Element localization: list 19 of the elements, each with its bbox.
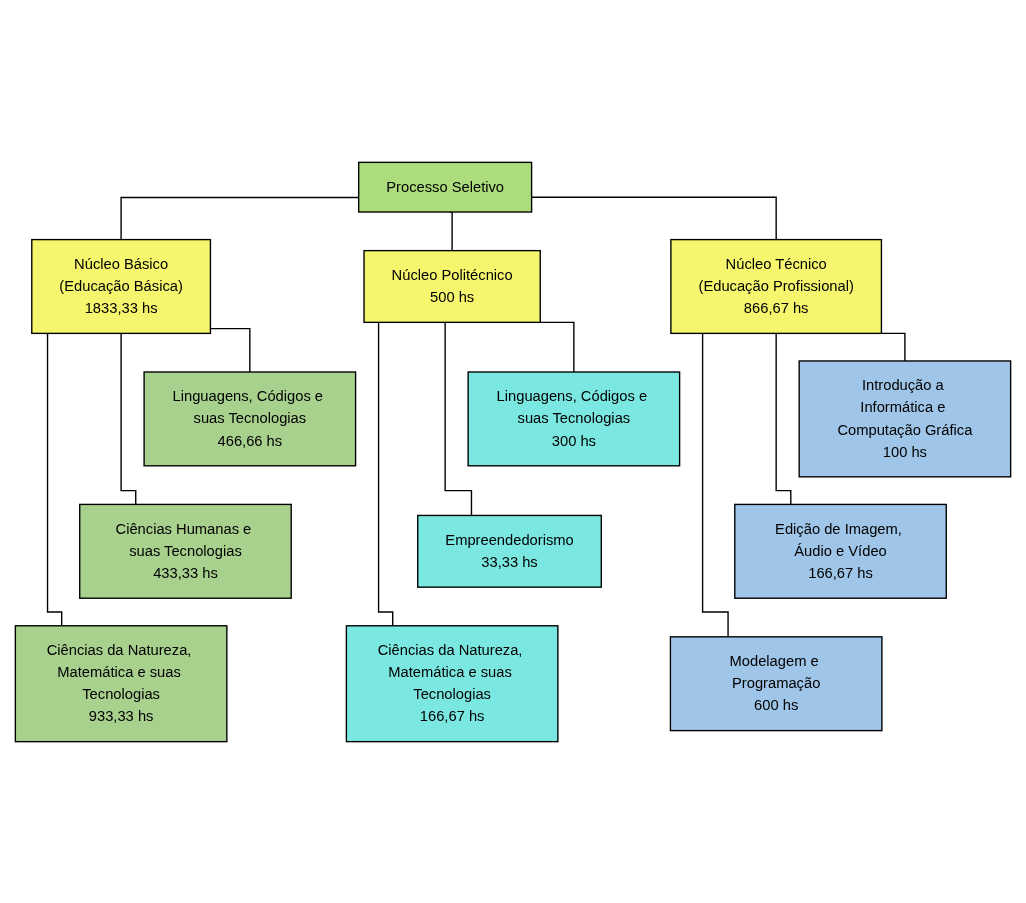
node-box: Empreendedorismo 33,33 hs: [417, 514, 602, 588]
node-box: Processo Seletivo: [358, 161, 533, 213]
node-box: Introdução a Informática e Computação Gráfica 100 hs: [798, 359, 1012, 477]
node-box: Núcleo Politécnico 500 hs: [363, 249, 541, 323]
node-box: Ciências Humanas e suas Tecnologias 433,33 hs: [79, 503, 292, 599]
node-box: Modelagem e Programação 600 hs: [669, 635, 883, 731]
connector: [46, 332, 65, 626]
node-box: Edição de Imagem, Áudio e Vídeo 166,67 hs: [734, 503, 947, 599]
node-box: Linguagens, Códigos e suas Tecnologias 466,66 hs: [143, 370, 357, 466]
node-box: Ciências da Natureza, Matemática e suas Tecnologias 166,67 hs: [345, 624, 559, 742]
node-box: Ciências da Natureza, Matemática e suas Tecnologias 933,33 hs: [14, 624, 228, 742]
connector: [775, 332, 792, 505]
connector: [701, 332, 729, 637]
node-box: Linguagens, Códigos e suas Tecnologias 300 hs: [467, 370, 681, 466]
node-box: Núcleo Técnico (Educação Profissional) 866,67 hs: [670, 238, 883, 334]
connector: [120, 332, 137, 505]
connector: [448, 210, 453, 251]
connector: [444, 321, 473, 516]
node-box: Núcleo Básico (Educação Básica) 1833,33 hs: [31, 238, 212, 334]
